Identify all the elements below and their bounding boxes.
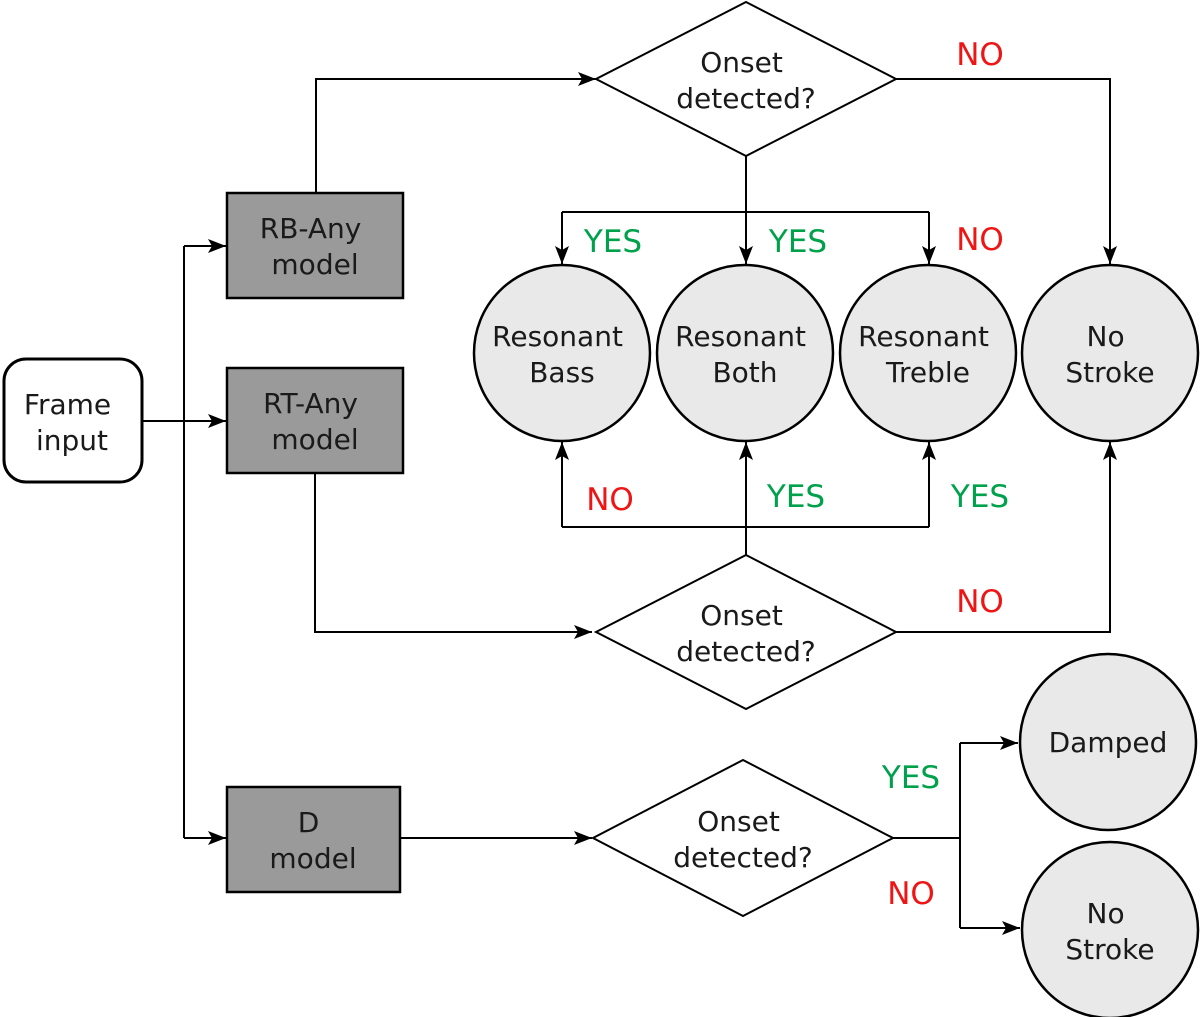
decision3-shape [590,758,896,918]
node-resonant-bass: Resonant Bass [472,263,652,443]
label-d1-no-treble: NO [956,222,1004,258]
node-frame-input: Frame input [2,357,144,484]
rt-model-shape [225,366,405,475]
edge-decision2-no [895,442,1117,633]
node-no-stroke-top: No Stroke [1020,263,1200,443]
decision1-shape [593,0,899,158]
decision1-label: Onset detected? [676,46,815,115]
node-resonant-treble: Resonant Treble [838,263,1018,443]
frame-input-label: Frame input [24,388,120,457]
damped-shape [1018,652,1198,832]
decision2-label: Onset detected? [676,599,815,668]
node-no-stroke-bottom: No Stroke [1020,840,1200,1017]
resonant-both-label: Resonant Both [675,320,815,389]
d-model-label: D model [269,806,356,875]
node-decision3: Onset detected? [590,758,896,918]
no-stroke-bottom-label: No Stroke [1065,897,1154,966]
connectors [142,72,1117,935]
damped-label: Damped [1049,726,1168,759]
node-decision2: Onset detected? [593,553,899,711]
resonant-both-shape [655,263,835,443]
resonant-treble-shape [838,263,1018,443]
node-rt-model: RT-Any model [225,366,405,475]
label-d2-yes-treble: YES [950,479,1009,515]
no-stroke-top-shape [1020,263,1200,443]
node-d-model: D model [225,785,402,894]
no-stroke-top-label: No Stroke [1065,320,1154,389]
frame-input-shape [2,357,144,484]
d-model-shape [225,785,402,894]
label-d3-yes-damped: YES [881,760,940,796]
decision2-shape [593,553,899,711]
label-d3-no-no-stroke: NO [887,876,935,912]
label-d2-no-bass: NO [586,482,634,518]
edge-rb-to-decision1 [315,72,596,193]
edge-decision1-no [895,78,1117,264]
node-decision1: Onset detected? [593,0,899,158]
node-resonant-both: Resonant Both [655,263,835,443]
label-d1-yes-bass: YES [583,224,642,260]
rt-model-label: RT-Any model [263,387,367,456]
resonant-bass-shape [472,263,652,443]
label-d1-no-no-stroke: NO [956,37,1004,73]
resonant-treble-label: Resonant Treble [858,320,998,389]
resonant-bass-label: Resonant Bass [492,320,632,389]
rb-model-shape [225,191,405,300]
rb-model-label: RB-Any model [260,212,371,281]
no-stroke-bottom-shape [1020,840,1200,1017]
label-d1-yes-both: YES [768,224,827,260]
edge-rt-to-decision2 [314,473,592,639]
label-d2-yes-both: YES [766,479,825,515]
node-damped: Damped [1018,652,1198,832]
label-d2-no-no-stroke: NO [956,584,1004,620]
decision3-label: Onset detected? [673,805,812,874]
node-rb-model: RB-Any model [225,191,405,300]
edge-labels: YES YES NO NO NO YES YES NO YES NO [583,37,1009,912]
